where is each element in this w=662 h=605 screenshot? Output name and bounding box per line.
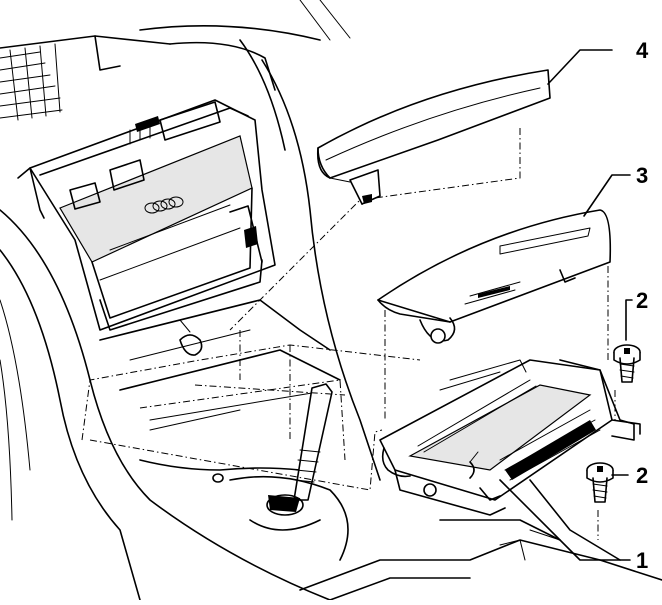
- gear-lever: [212, 383, 349, 561]
- part-1-ashtray-housing: [379, 359, 641, 516]
- dash-vent: [0, 35, 171, 121]
- callout-2-lower: 2: [636, 463, 648, 488]
- callout-4: 4: [636, 38, 649, 63]
- part-2-screw-lower: [586, 462, 614, 503]
- brand-rings-logo: [144, 196, 184, 214]
- callout-3: 3: [636, 163, 648, 188]
- radio-frame: [17, 99, 276, 331]
- part-2-screw-upper: [613, 344, 641, 383]
- callout-1: 1: [636, 548, 648, 573]
- callout-labels: 4 3 2 2 1: [636, 38, 649, 573]
- callout-2-upper: 2: [636, 288, 648, 313]
- leader-lines: [499, 49, 633, 561]
- part-4-upper-cover: [316, 69, 551, 205]
- part-3-ashtray-cover: [377, 209, 612, 344]
- assembly-guides: [81, 128, 616, 540]
